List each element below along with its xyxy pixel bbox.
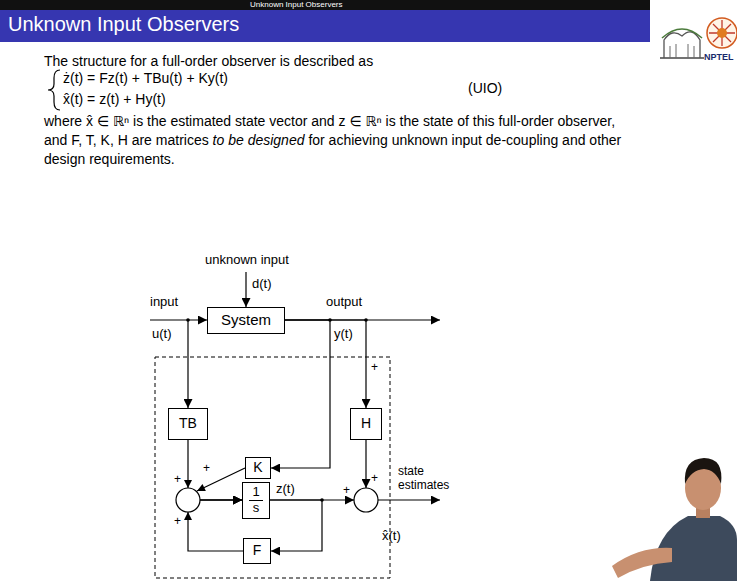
logo-star [709, 20, 735, 46]
running-header: Unknown Input Observers [250, 0, 343, 10]
estimate-wire [378, 499, 440, 500]
sign-mark: + [371, 471, 378, 485]
integrator-block: 1s [242, 482, 270, 519]
nptel-logo [707, 18, 737, 48]
sign-mark: + [371, 360, 378, 374]
presenter-arm [612, 548, 672, 578]
logo-hills [662, 29, 702, 38]
logo-pillars [670, 44, 694, 58]
gain-block: F [243, 538, 271, 564]
input-wire [150, 319, 207, 320]
signal-name: z(t) [276, 481, 295, 497]
block-label: s [253, 501, 260, 515]
signal-connector [271, 320, 330, 468]
institute-logo [660, 29, 704, 58]
header-bar [0, 0, 650, 10]
block-label: K [253, 460, 262, 475]
equation: ż(t) = Fz(t) + TBu(t) + Ky(t) [63, 70, 228, 87]
signal-name: x̂(t) [382, 528, 401, 544]
slide-title: Unknown Input Observers [8, 13, 239, 36]
block-label: 1 [249, 485, 262, 501]
sign-mark: + [343, 483, 350, 497]
signal-name: input [150, 294, 178, 310]
signal-connector [285, 320, 366, 408]
presenter-figure [612, 458, 737, 581]
signal-connector [188, 440, 242, 500]
equation-brace [48, 70, 60, 110]
gain-block: H [350, 408, 382, 440]
gain-block: TB [168, 408, 208, 440]
logo-core [717, 28, 727, 38]
summing-junction [354, 488, 378, 512]
summing-junction [176, 488, 200, 512]
block-label: H [361, 416, 371, 431]
paragraph: where x̂ ∈ ℝⁿ is the estimated state vec… [44, 112, 629, 169]
presenter-hair [685, 458, 722, 484]
body-text: The structure for a full-order observer … [44, 53, 373, 70]
block-label: F [253, 543, 262, 558]
equation-tag: (UIO) [468, 80, 502, 97]
input-branch-wire [187, 320, 188, 408]
logo-text: NPTEL [704, 52, 734, 63]
logo-circle [707, 18, 737, 48]
sign-mark: + [203, 461, 210, 475]
logo-line [660, 57, 704, 59]
gain-block: K [245, 457, 271, 479]
signal-name: y(t) [334, 326, 353, 342]
block-label: System [221, 312, 271, 329]
signal-name: state estimates [398, 464, 460, 493]
signal-name: output [326, 294, 362, 310]
signal-connector [188, 500, 243, 551]
signal-name: u(t) [152, 326, 172, 342]
signal-name: unknown input [205, 252, 289, 268]
system-block: System [207, 307, 285, 334]
title-bar [0, 10, 650, 42]
sign-mark: + [174, 514, 181, 528]
logo-arch [664, 32, 700, 58]
equation: x̂(t) = z(t) + Hy(t) [63, 91, 166, 108]
disturbance-arrow [245, 272, 246, 307]
emphasis-text: to be designed [213, 132, 305, 148]
signal-connector [270, 500, 322, 551]
junction-dot [186, 318, 190, 322]
block-label: TB [179, 416, 197, 431]
sign-mark: + [174, 472, 181, 486]
signal-name: d(t) [252, 276, 272, 292]
